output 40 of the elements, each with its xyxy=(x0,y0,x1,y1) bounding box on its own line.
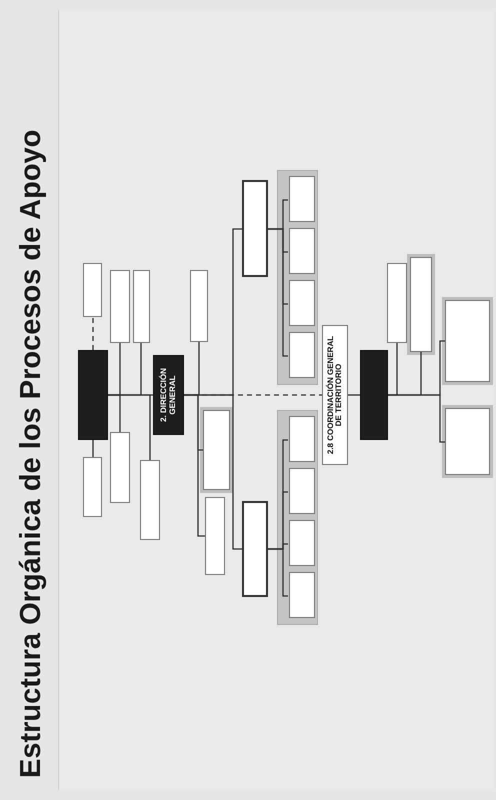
org-box xyxy=(133,270,150,343)
box-label: 2.8 COORDINACIÓN GENERAL DE TERRITORIO xyxy=(326,334,344,456)
org-box xyxy=(445,300,490,382)
group-panel xyxy=(277,170,318,385)
org-box xyxy=(205,497,225,575)
org-box xyxy=(289,280,315,326)
connector-line xyxy=(92,317,94,350)
box-label: 2. DIRECCIÓN GENERAL xyxy=(160,367,177,424)
org-box xyxy=(289,520,315,566)
org-box xyxy=(190,270,208,342)
org-box xyxy=(289,416,315,462)
org-box xyxy=(110,270,130,343)
connector-line xyxy=(184,394,322,396)
connector-line xyxy=(108,394,153,396)
org-box xyxy=(78,350,108,440)
org-box xyxy=(153,355,184,435)
org-box xyxy=(242,180,268,277)
chart-title: Estructura Orgánica de los Procesos de Apoyo xyxy=(14,130,48,778)
connector-line xyxy=(388,394,445,443)
org-box xyxy=(242,501,268,597)
connector-line xyxy=(268,228,288,357)
org-box xyxy=(83,457,102,517)
connector-line xyxy=(268,548,288,597)
org-box xyxy=(289,468,315,514)
org-box xyxy=(410,257,432,352)
group-panel xyxy=(277,410,318,625)
org-box xyxy=(387,263,407,343)
org-box xyxy=(203,410,230,490)
org-box xyxy=(445,408,490,475)
org-box xyxy=(289,332,315,378)
org-box xyxy=(322,325,348,465)
connector-line xyxy=(348,394,360,396)
org-box xyxy=(140,460,160,540)
org-box xyxy=(83,263,102,317)
connector-line xyxy=(92,440,94,457)
org-box xyxy=(289,572,315,618)
org-box xyxy=(289,176,315,222)
org-box xyxy=(110,432,130,503)
org-box xyxy=(360,350,388,440)
org-box xyxy=(289,228,315,274)
